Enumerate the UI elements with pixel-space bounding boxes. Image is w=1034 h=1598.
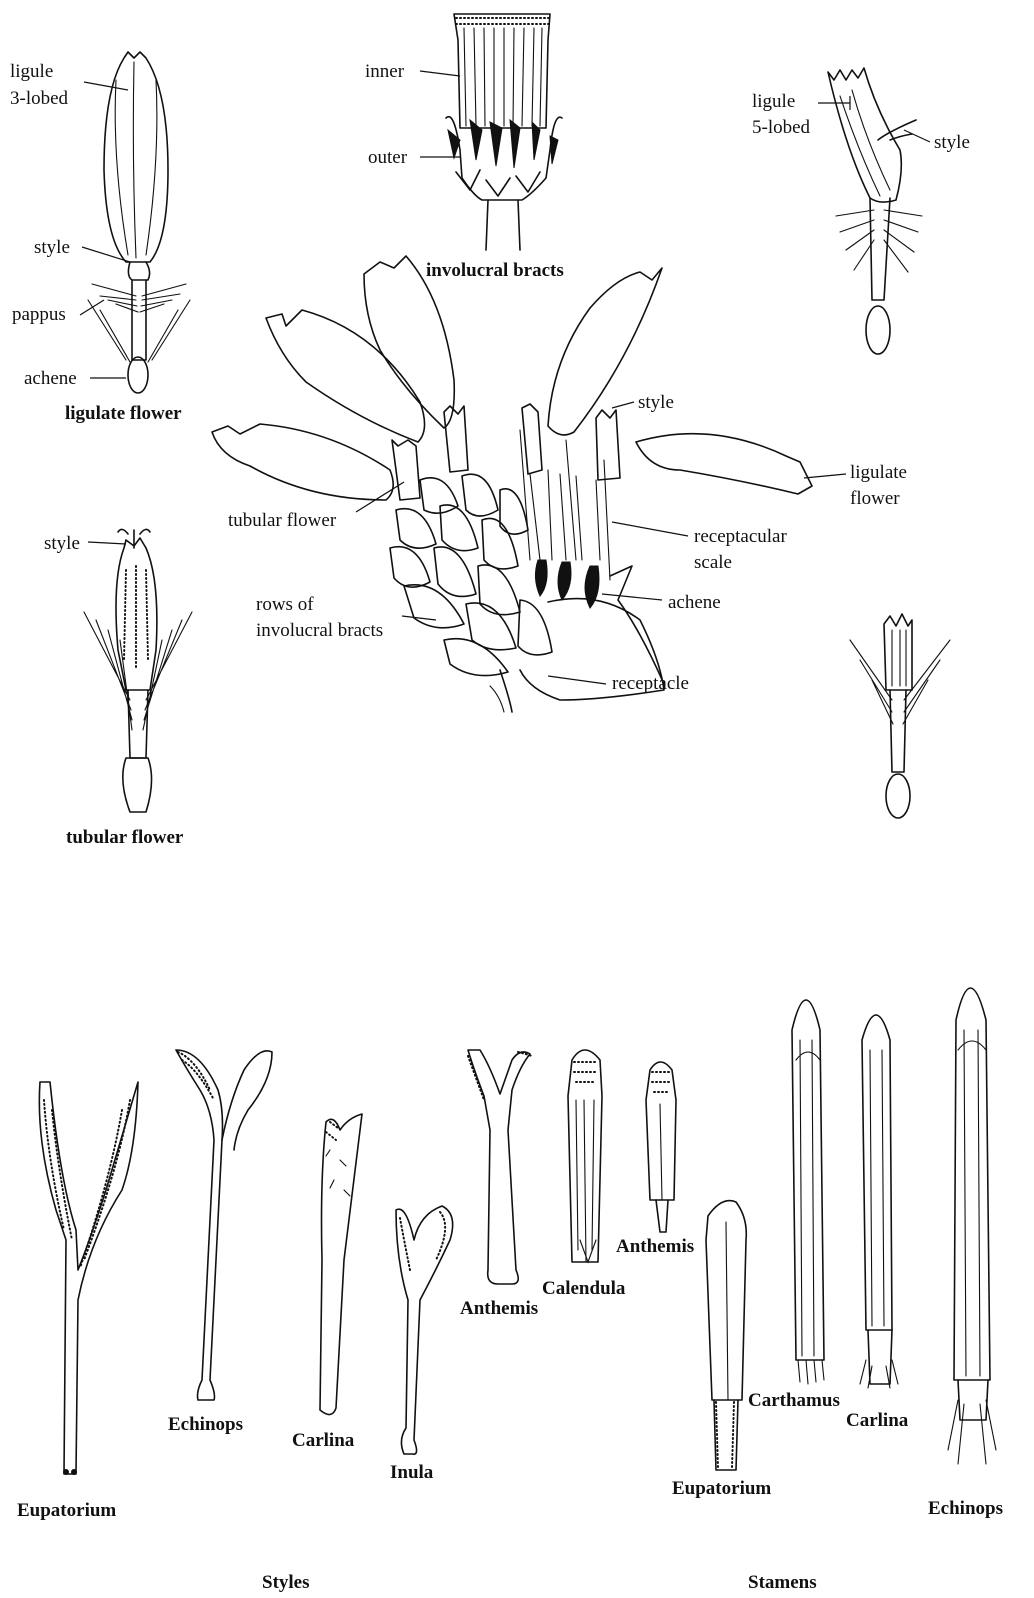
label-inner: inner [365,61,405,82]
style-eupatorium-drawing [39,1082,138,1475]
caption-tubular-flower: tubular flower [66,827,184,848]
label-5-lobed: 5-lobed [752,117,811,138]
label-ligule-5: ligule [752,91,795,112]
stamen-label-carthamus: Carthamus [748,1390,840,1411]
style-echinops-drawing [176,1050,272,1400]
label-rows-2: involucral bracts [256,620,383,641]
label-style-tubular: style [44,533,80,554]
stamen-eupatorium-drawing [706,1201,746,1470]
stamen-carthamus-drawing [792,1000,824,1384]
label-pappus: pappus [12,304,66,325]
label-achene-head: achene [668,592,721,613]
caption-ligulate-flower: ligulate flower [65,403,182,424]
style-label-eupatorium: Eupatorium [17,1500,116,1521]
style-inula-drawing [396,1206,453,1454]
stamen-label-eupatorium: Eupatorium [672,1478,771,1499]
style-label-carlina: Carlina [292,1430,355,1451]
style-label-echinops: Echinops [168,1414,243,1435]
label-ligule-3: ligule [10,61,53,82]
styles-title: Styles [262,1572,310,1593]
label-ligulate-head-1: ligulate [850,462,907,483]
style-anthemis-drawing [468,1050,532,1284]
stamen-anthemis-drawing [646,1062,676,1232]
label-outer: outer [368,147,408,168]
styles-drawings [39,1050,532,1475]
label-receptacular-2: scale [694,552,732,573]
small-tubular-floret-drawing [850,614,950,818]
label-style-head: style [638,392,674,413]
tubular-flower-drawing [84,529,192,812]
stamen-calendula-drawing [568,1050,602,1262]
flower-head-drawing [212,256,812,712]
ligulate-flower-3-lobed-drawing [88,52,190,393]
stamen-label-calendula: Calendula [542,1278,626,1299]
label-rows-1: rows of [256,594,314,615]
label-3-lobed: 3-lobed [10,88,69,109]
label-style-5-lobed: style [934,132,970,153]
stamen-label-carlina: Carlina [846,1410,909,1431]
stamen-carlina-drawing [860,1015,898,1388]
label-receptacle: receptacle [612,673,689,694]
label-receptacular-1: receptacular [694,526,787,547]
stamen-echinops-drawing [948,988,996,1464]
stamen-label-echinops: Echinops [928,1498,1003,1519]
style-label-anthemis: Anthemis [460,1298,538,1319]
label-style-ligulate: style [34,237,70,258]
caption-involucral-bracts: involucral bracts [426,260,564,281]
label-achene-ligulate: achene [24,368,77,389]
stamens-title: Stamens [748,1572,817,1593]
involucral-bracts-drawing [446,14,562,250]
stamen-label-anthemis: Anthemis [616,1236,694,1257]
ligulate-flower-5-lobed-drawing [828,68,922,354]
style-label-inula: Inula [390,1462,434,1483]
style-carlina-drawing [320,1114,362,1415]
label-ligulate-head-2: flower [850,488,900,509]
label-tubular-flower-head: tubular flower [228,510,337,531]
